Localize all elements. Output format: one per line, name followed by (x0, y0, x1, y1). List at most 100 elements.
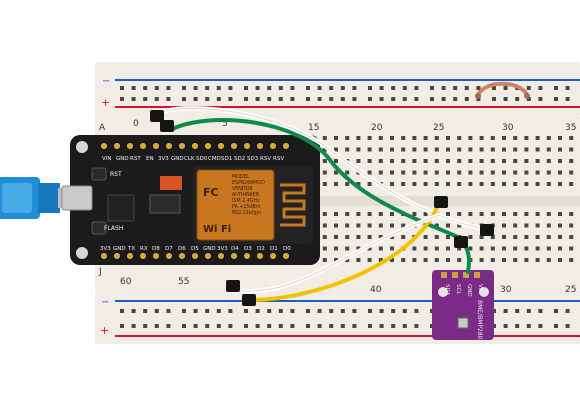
breadboard-hole (367, 170, 372, 175)
breadboard-hole (569, 182, 574, 186)
breadboard-hole (182, 309, 186, 313)
breadboard-hole (558, 223, 562, 228)
pin-label: SD3 (247, 156, 259, 162)
breadboard-hole (317, 86, 322, 90)
pin-label: SD0 (196, 156, 208, 162)
pin-label: D7 (165, 246, 173, 252)
breadboard-hole (356, 182, 361, 186)
breadboard-hole (131, 309, 136, 313)
breadboard-hole (379, 324, 384, 328)
sensor-pcb (432, 270, 494, 340)
breadboard-hole (356, 235, 361, 239)
breadboard-hole (479, 159, 484, 163)
breadboard-hole (367, 258, 372, 262)
mount-hole (76, 247, 88, 259)
breadboard-hole (535, 147, 540, 152)
sensor-pin (463, 272, 469, 278)
breadboard-hole (322, 170, 327, 175)
flash-button[interactable] (91, 221, 107, 235)
breadboard-hole (205, 309, 210, 313)
breadboard-hole (502, 147, 506, 152)
breadboard-hole (502, 182, 506, 186)
header-pin (112, 251, 122, 261)
breadboard-hole (569, 136, 574, 140)
breadboard-hole (131, 324, 136, 328)
breadboard-hole (565, 97, 570, 101)
breadboard-hole (367, 136, 372, 140)
col-num: 35 (565, 123, 576, 133)
breadboard-hole (278, 324, 283, 328)
top-column-numbers: 0 5 15 20 25 30 35 (133, 119, 576, 133)
breadboard-hole (322, 258, 327, 262)
pin-label: D5 (191, 246, 199, 252)
breadboard-hole (154, 309, 159, 313)
breadboard-hole (334, 212, 338, 216)
breadboard-hole (255, 324, 260, 328)
breadboard-hole (367, 235, 372, 239)
breadboard-hole (490, 147, 495, 152)
breadboard-hole (356, 212, 361, 216)
breadboard-hole (468, 246, 473, 251)
breadboard-hole (329, 309, 334, 313)
breadboard-hole (446, 170, 450, 175)
breadboard-hole (290, 86, 295, 90)
breadboard-hole (334, 182, 338, 186)
breadboard-hole (503, 97, 508, 101)
breadboard-hole (569, 212, 574, 216)
breadboard-hole (503, 324, 508, 328)
breadboard-hole (558, 258, 562, 262)
breadboard-hole (490, 182, 495, 186)
header-pin (99, 251, 109, 261)
breadboard-hole (345, 182, 350, 186)
breadboard-hole (205, 97, 210, 101)
sensor-pin-label: VIN (477, 284, 483, 294)
breadboard-hole (267, 324, 272, 328)
rst-button[interactable] (91, 167, 107, 181)
breadboard-hole (306, 97, 310, 101)
breadboard-hole (569, 258, 574, 262)
breadboard-hole (356, 136, 361, 140)
pin-label: SD2 (234, 156, 245, 162)
resistor-end (475, 93, 481, 99)
breadboard-hole (193, 97, 198, 101)
mount-hole (76, 141, 88, 153)
bottom-pin-labels: 3V3 GND TX RX D8 D7 D6 D5 GND 3V3 D4 D3 … (100, 246, 291, 252)
breadboard-hole (356, 147, 361, 152)
breadboard-hole (228, 324, 233, 328)
breadboard-hole (569, 170, 574, 175)
module-line: 802.11b/g/n (232, 210, 261, 216)
resistor-end (524, 93, 530, 99)
breadboard-hole (367, 223, 372, 228)
breadboard-hole (391, 324, 396, 328)
breadboard-hole (412, 246, 417, 251)
header-pin (203, 141, 213, 151)
breadboard-hole (378, 212, 383, 216)
header-pin (125, 141, 135, 151)
breadboard-hole (565, 86, 570, 90)
breadboard-hole (193, 309, 198, 313)
top-rail-plus-label: + (101, 96, 110, 109)
breadboard-hole (367, 159, 372, 163)
breadboard-hole (434, 182, 439, 186)
breadboard-hole (154, 97, 159, 101)
breadboard-hole (490, 258, 495, 262)
breadboard-hole (166, 309, 171, 313)
breadboard-hole (423, 136, 428, 140)
pin-label: TX (127, 246, 135, 252)
breadboard-hole (434, 147, 439, 152)
breadboard-hole (524, 159, 529, 163)
breadboard-hole (401, 235, 406, 239)
pin-label: 3V3 (217, 246, 228, 252)
pin-label: D2 (257, 246, 265, 252)
breadboard-hole (334, 136, 338, 140)
breadboard-hole (446, 147, 450, 152)
breadboard-hole (367, 246, 372, 251)
breadboard-hole (535, 246, 540, 251)
breadboard-hole (535, 182, 540, 186)
breadboard-hole (306, 86, 310, 90)
breadboard-hole (515, 309, 520, 313)
breadboard-hole (457, 170, 462, 175)
pin-label: CMD (208, 156, 221, 162)
header-pin (242, 141, 252, 151)
